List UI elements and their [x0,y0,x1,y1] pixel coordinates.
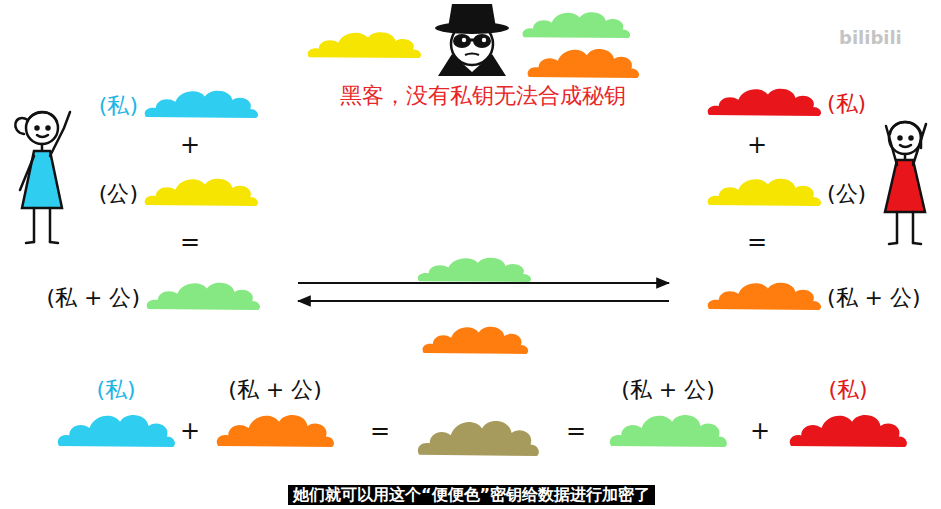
paint-blob [214,405,336,447]
exchange-arrow [298,300,669,302]
paint-blob-node: (私 + 公) [214,378,336,447]
hacker-figure [435,4,509,76]
girl-figure [885,122,926,244]
paint-blob [705,170,823,206]
operator-symbol: = [747,229,767,257]
blob-label: (私 + 公) [228,378,322,402]
note-text: 黑客，没有私钥无法合成秘钥 [340,83,626,108]
paint-blob [418,258,531,282]
paint-blob-shape [708,179,821,206]
paint-blob-node: (公) [99,170,260,206]
blob-label: (私) [99,94,138,118]
blob-label: (私) [96,378,135,402]
paint-blob-node: (私) [55,378,177,447]
paint-blob-node: (私 + 公) [607,378,729,447]
operator-symbol: + [180,418,200,446]
blob-label: (私 + 公) [621,378,715,402]
watermark: bilibili [839,28,902,49]
operator-symbol: = [566,418,586,446]
paint-blob [528,49,639,78]
paint-blob-node: (私) [99,82,260,118]
paint-blob-shape [610,415,727,447]
paint-blob-node: (私 + 公) [705,274,921,310]
paint-blob [607,405,729,447]
paint-blob [144,274,262,310]
paint-blob-node: (私) [705,80,866,116]
blob-label: (私) [827,92,866,116]
exchange-arrow [298,282,669,284]
blob-label: (公) [99,182,138,206]
blob-label: (私) [828,378,867,402]
paint-blob [523,12,631,38]
paint-blob-shape [708,89,821,116]
paint-blob [308,32,421,58]
paint-blob [142,170,260,206]
operator-symbol: + [747,132,767,160]
paint-blob-shape [708,283,821,310]
paint-blob-shape [145,179,258,206]
paint-blob-shape [790,415,907,447]
blob-label: (私 + 公) [827,286,921,310]
paint-blob [705,80,823,116]
operator-symbol: + [180,132,200,160]
paint-blob-shape [147,283,260,310]
paint-blob-shape [217,415,334,447]
paint-blob [422,327,528,354]
operator-symbol: = [180,229,200,257]
paint-blob [142,82,260,118]
blob-label: (私 + 公) [46,286,140,310]
subtitle-caption: 她们就可以用这个“便便色”密钥给数据进行加密了 [288,485,655,505]
secret-blob [418,421,539,456]
girl-figure [15,112,70,243]
paint-blob-shape [145,91,258,118]
paint-blob-node: (私) [787,378,909,447]
paint-blob [787,405,909,447]
blob-label: (公) [827,182,866,206]
paint-blob [705,274,823,310]
operator-symbol: = [370,418,390,446]
operator-symbol: + [750,418,770,446]
paint-blob-node: (私 + 公) [46,274,262,310]
paint-blob-shape [58,415,175,447]
paint-blob [55,405,177,447]
paint-blob-node: (公) [705,170,866,206]
